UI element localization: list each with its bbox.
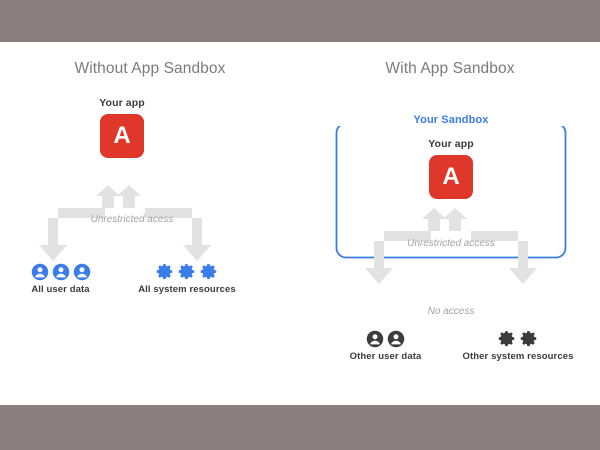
person-icon (366, 330, 384, 348)
app-tile-icon: A (100, 114, 144, 158)
left-access-arrows (35, 185, 215, 265)
left-access-note: Unrestricted acess (90, 214, 174, 225)
gear-icon (200, 264, 216, 280)
app-tile-icon: A (429, 155, 473, 199)
left-cluster-system-resources-label: All system resources (138, 284, 236, 295)
right-access-note: Unrestricted access (407, 238, 495, 249)
left-cluster-user-data: All user data (8, 257, 113, 295)
top-letterbox-bar (0, 0, 600, 42)
panel-without-sandbox: Without App Sandbox Your app A (0, 42, 300, 405)
person-icon (31, 263, 48, 281)
bottom-letterbox-bar (0, 405, 600, 450)
left-app-node: Your app A (62, 97, 182, 158)
gear-icon-group (127, 257, 247, 281)
panel-title-with-sandbox: With App Sandbox (385, 60, 515, 77)
sandbox-frame-label: Your Sandbox (335, 114, 567, 126)
right-cluster-other-system-resources: Other system resources (448, 324, 588, 362)
sandbox-frame: Your Sandbox (335, 114, 567, 259)
panel-with-sandbox: With App Sandbox Your Sandbox Your app A (300, 42, 600, 405)
left-cluster-user-data-label: All user data (31, 284, 90, 295)
person-icon (73, 263, 90, 281)
person-icon-group (8, 257, 113, 281)
person-icon (387, 330, 405, 348)
right-access-arrows (361, 208, 541, 288)
left-cluster-system-resources: All system resources (127, 257, 247, 295)
gear-icon (156, 264, 172, 280)
left-app-label: Your app (99, 97, 145, 109)
diagram-stage: Without App Sandbox Your app A (0, 42, 600, 405)
right-app-label: Your app (428, 138, 474, 150)
no-access-note: No access (427, 306, 475, 317)
right-cluster-other-user-data-label: Other user data (349, 351, 422, 362)
panel-title-without-sandbox: Without App Sandbox (74, 60, 226, 77)
right-app-node: Your app A (391, 138, 511, 199)
gear-icon (520, 331, 536, 347)
gear-icon (178, 264, 194, 280)
person-icon-group (328, 324, 443, 348)
right-cluster-other-system-resources-label: Other system resources (462, 351, 574, 362)
gear-icon (498, 331, 514, 347)
gear-icon-group (448, 324, 588, 348)
right-cluster-other-user-data: Other user data (328, 324, 443, 362)
person-icon (52, 263, 69, 281)
